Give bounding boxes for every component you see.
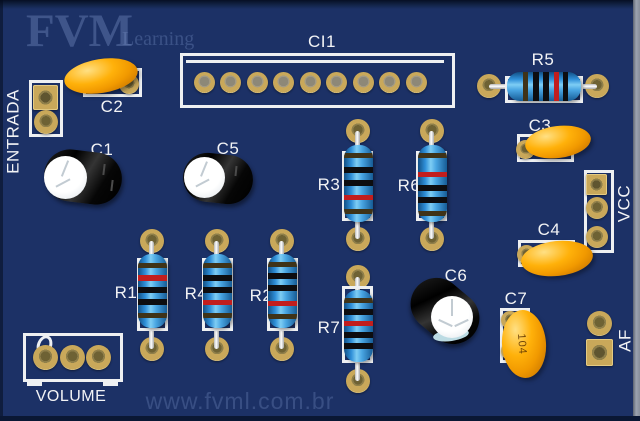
capacitor-c6-label: C6 (444, 266, 468, 285)
resistor-r2-body (268, 254, 297, 328)
resistor-r3-label: R3 (317, 175, 341, 194)
capacitor-c4-label: C4 (537, 220, 561, 239)
connector-af-label: AF (615, 329, 635, 352)
board-edge-left (0, 0, 3, 421)
connector-entrada-label: ENTRADA (3, 89, 23, 174)
pad (194, 72, 215, 93)
potentiometer-outline (23, 333, 123, 382)
pad (379, 72, 400, 93)
capacitor-c7-code: 104 (514, 333, 529, 356)
resistor-r7-label: R7 (317, 318, 341, 337)
ic-ci1-label: CI1 (308, 32, 336, 51)
capacitor-c7-body: 104 (499, 308, 549, 380)
pad (406, 72, 427, 93)
brand-logo: FVM (26, 5, 134, 57)
potentiometer-foot (27, 379, 42, 386)
resistor-r3-body (344, 145, 373, 222)
resistor-r5-label: R5 (531, 50, 555, 69)
board-edge-right (633, 0, 640, 421)
potentiometer-foot (103, 379, 118, 386)
brand-tagline: Learning (122, 28, 195, 50)
potentiometer-volume-label: VOLUME (35, 388, 107, 405)
resistor-r5-body (507, 72, 581, 101)
pad (33, 85, 58, 110)
pad (353, 72, 374, 93)
capacitor-c6-seam (451, 299, 453, 316)
resistor-r6-label: R6 (397, 176, 421, 195)
capacitor-c5-label: C5 (216, 139, 240, 158)
watermark-url: www.fvml.com.br (145, 388, 335, 414)
pad (586, 174, 607, 195)
capacitor-c7-label: C7 (504, 289, 528, 308)
pad (300, 72, 321, 93)
connector-vcc-label: VCC (614, 184, 634, 223)
pad (587, 311, 612, 336)
resistor-r7-body (344, 290, 373, 362)
pad (247, 72, 268, 93)
ic-ci1-outline (180, 53, 455, 108)
pad (60, 345, 85, 370)
pad (33, 345, 58, 370)
board-edge-top (0, 0, 640, 9)
resistor-r1-body (138, 254, 167, 328)
resistor-r1-label: R1 (114, 283, 138, 302)
pad (326, 72, 347, 93)
resistor-r4-body (203, 254, 232, 328)
resistor-r2-label: R2 (249, 286, 273, 305)
resistor-r4-label: R4 (184, 284, 208, 303)
pad (273, 72, 294, 93)
pad (34, 110, 58, 134)
pad (220, 72, 241, 93)
pad (86, 345, 111, 370)
board-edge-bottom (0, 416, 640, 421)
pad (586, 339, 613, 366)
pad (586, 226, 608, 248)
capacitor-c2-label: C2 (100, 97, 124, 116)
ic-ci1-notch-line (186, 60, 444, 63)
resistor-r6-body (418, 145, 447, 222)
connector-entrada-outline (29, 80, 63, 137)
pad (586, 197, 608, 219)
connector-vcc-outline (584, 170, 614, 253)
